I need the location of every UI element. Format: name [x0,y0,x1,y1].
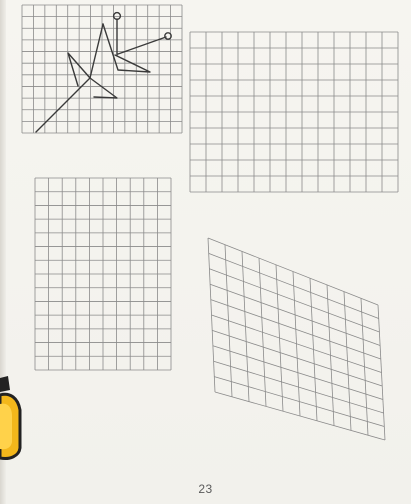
enlargement-grid [190,32,398,192]
page-number: 23 [0,482,411,496]
yellow-edge-shape [0,376,20,459]
skewed-distortion-grid [208,238,385,440]
reference-grid [22,5,182,133]
tall-stretch-grid [35,178,171,370]
